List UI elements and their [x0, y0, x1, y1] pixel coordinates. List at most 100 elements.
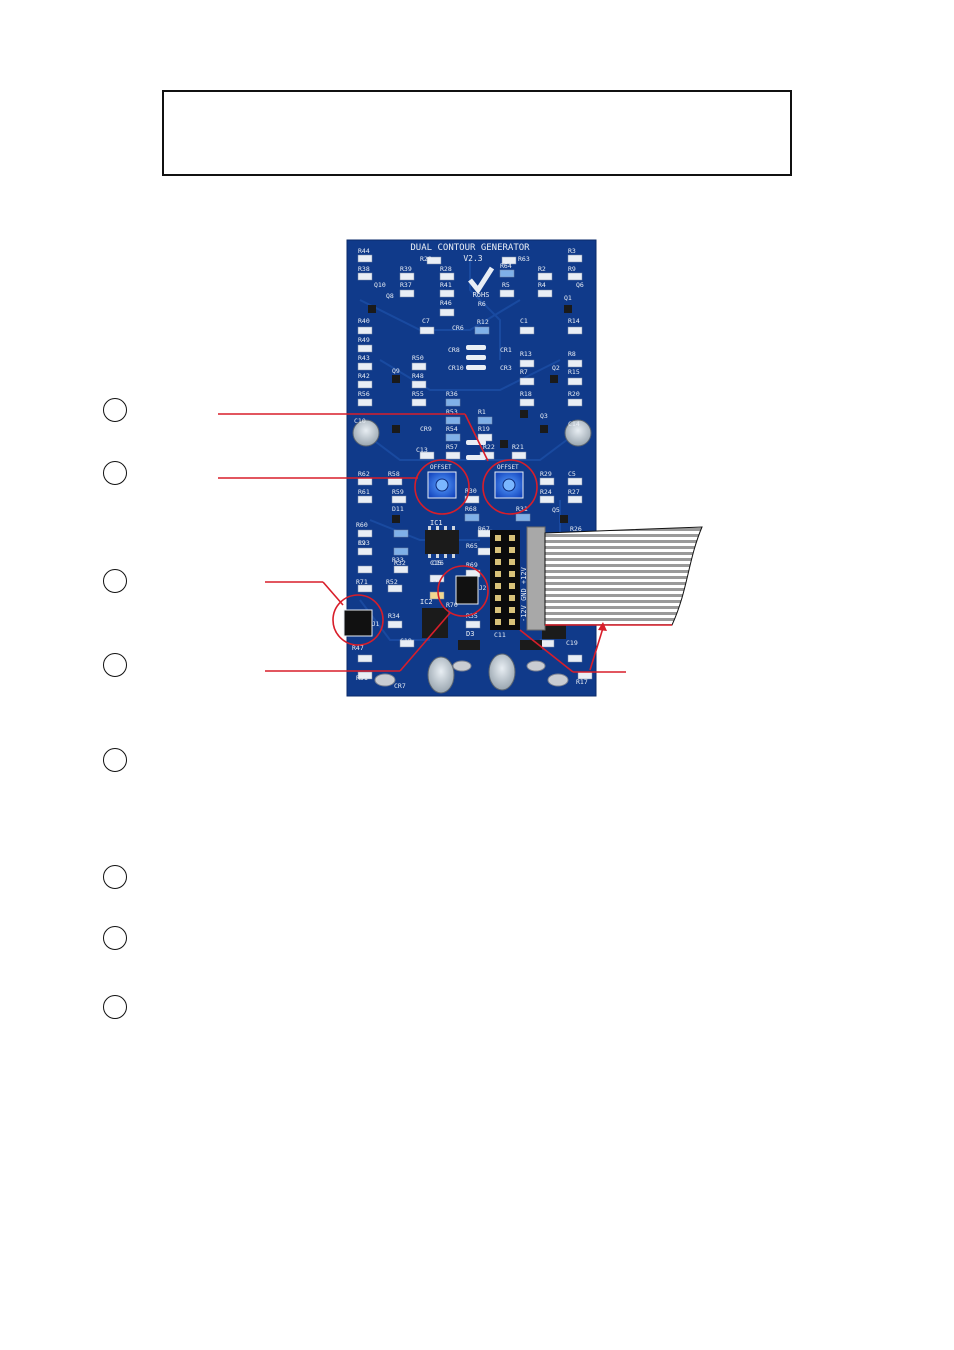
svg-text:R2: R2 [538, 265, 546, 273]
svg-text:R7: R7 [520, 368, 528, 376]
svg-text:R68: R68 [465, 505, 477, 513]
svg-text:C1: C1 [520, 317, 528, 325]
svg-text:R46: R46 [440, 299, 452, 307]
callout-circle-j2 [437, 565, 489, 617]
svg-text:R29: R29 [420, 255, 432, 263]
ic1-label: IC1 [430, 519, 443, 527]
j2-label: J2 [479, 585, 487, 592]
svg-text:CR7: CR7 [394, 682, 406, 690]
svg-text:C13: C13 [416, 446, 428, 454]
svg-text:Q9: Q9 [392, 367, 400, 375]
svg-text:R55: R55 [412, 390, 424, 398]
svg-text:R12: R12 [477, 318, 489, 326]
power-pin-label: -12V GND +12V [520, 566, 528, 622]
svg-text:R18: R18 [520, 390, 532, 398]
svg-text:R63: R63 [518, 255, 530, 263]
svg-text:CR10: CR10 [448, 364, 464, 372]
electrolytic-capacitors [352, 419, 592, 694]
svg-text:R22: R22 [483, 443, 495, 451]
svg-text:R67: R67 [478, 525, 490, 533]
callout-circle-j1 [332, 594, 384, 646]
ic2-label: IC2 [420, 598, 433, 606]
svg-text:C18: C18 [400, 637, 412, 645]
svg-text:R70: R70 [446, 601, 458, 609]
svg-text:R64: R64 [500, 262, 512, 270]
arrowhead-icon [598, 622, 607, 631]
ic1-chip [425, 530, 459, 554]
svg-text:R39: R39 [400, 265, 412, 273]
callout-circle-right-trimmer [482, 459, 538, 515]
svg-text:CR8: CR8 [448, 346, 460, 354]
rohs-label: RoHS [473, 291, 490, 299]
rohs-check-icon [468, 266, 495, 295]
svg-text:R52: R52 [386, 578, 398, 586]
svg-text:R58: R58 [388, 470, 400, 478]
svg-text:R34: R34 [388, 612, 400, 620]
step-marker-3 [103, 569, 127, 593]
step-marker-8 [103, 995, 127, 1019]
svg-text:R5: R5 [502, 281, 510, 289]
svg-text:R36: R36 [446, 390, 458, 398]
svg-text:R28: R28 [440, 265, 452, 273]
svg-text:R59: R59 [392, 488, 404, 496]
svg-text:Q3: Q3 [540, 412, 548, 420]
svg-text:R71: R71 [356, 578, 368, 586]
j2-connector [455, 575, 479, 605]
svg-text:R42: R42 [358, 372, 370, 380]
svg-text:C16: C16 [432, 559, 444, 567]
svg-text:R47: R47 [352, 644, 364, 652]
svg-text:R13: R13 [520, 350, 532, 358]
callout-circle-left-trimmer [414, 459, 470, 515]
annotation-callouts [218, 413, 672, 673]
svg-text:R20: R20 [568, 390, 580, 398]
svg-text:R17: R17 [576, 678, 588, 686]
svg-text:R49: R49 [358, 336, 370, 344]
svg-text:R65: R65 [466, 542, 478, 550]
svg-text:R48: R48 [412, 372, 424, 380]
trimmer-right-label: OFFSET [497, 464, 519, 471]
svg-text:CR6: CR6 [452, 324, 464, 332]
svg-text:Q10: Q10 [374, 281, 386, 289]
svg-text:C7: C7 [422, 317, 430, 325]
svg-text:Q2: Q2 [552, 364, 560, 372]
d3-label: D3 [466, 630, 474, 638]
component-designators: R44 R29 R63 R3 R38 R39 R28 R64 R2 R9 Q10… [352, 247, 588, 690]
svg-text:C4: C4 [430, 576, 438, 584]
j1-label: J1 [372, 621, 380, 628]
svg-text:R54: R54 [446, 425, 458, 433]
svg-text:D11: D11 [392, 505, 404, 513]
svg-text:C5: C5 [568, 470, 576, 478]
svg-text:R43: R43 [358, 354, 370, 362]
svg-text:R53: R53 [446, 408, 458, 416]
svg-text:R27: R27 [568, 488, 580, 496]
svg-text:R26: R26 [570, 525, 582, 533]
power-pin-header [490, 530, 520, 630]
svg-text:C14: C14 [568, 420, 580, 428]
ic2-regulator [422, 608, 448, 638]
svg-text:C19: C19 [566, 639, 578, 647]
svg-text:C15: C15 [430, 559, 442, 567]
svg-text:R37: R37 [400, 281, 412, 289]
svg-text:C9: C9 [358, 539, 366, 547]
svg-text:R9: R9 [568, 265, 576, 273]
svg-text:R8: R8 [568, 350, 576, 358]
board-version: V2.3 [463, 254, 482, 263]
svg-text:R41: R41 [440, 281, 452, 289]
svg-text:R33: R33 [392, 556, 404, 564]
svg-text:Q5: Q5 [552, 506, 560, 514]
svg-text:Q6: Q6 [576, 281, 584, 289]
svg-text:R62: R62 [358, 470, 370, 478]
svg-text:Q8: Q8 [386, 292, 394, 300]
svg-text:CR1: CR1 [500, 346, 512, 354]
svg-text:R29: R29 [540, 470, 552, 478]
svg-text:R1: R1 [478, 408, 486, 416]
trimmer-left-label: OFFSET [430, 464, 452, 471]
svg-text:R3: R3 [568, 247, 576, 255]
step-marker-4 [103, 653, 127, 677]
svg-text:R51: R51 [356, 674, 368, 682]
svg-text:R6: R6 [478, 300, 486, 308]
svg-text:R4: R4 [538, 281, 546, 289]
step-marker-6 [103, 865, 127, 889]
ribbon-cable [544, 526, 703, 626]
